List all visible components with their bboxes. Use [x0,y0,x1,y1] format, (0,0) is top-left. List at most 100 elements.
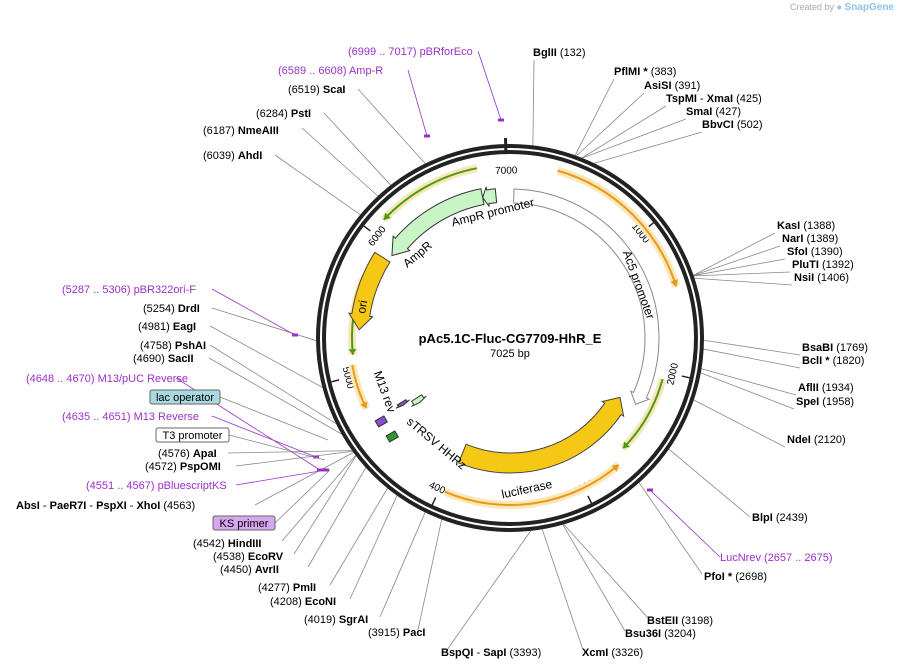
enzyme-site-nsii[interactable]: NsiI (1406) [794,272,849,284]
label-box-text: KS primer [220,518,269,530]
enzyme-site-bsteii[interactable]: BstEII (3198) [647,615,713,627]
primer-binding-mark [323,468,329,472]
enzyme-site-sgrai[interactable]: (4019) SgrAI [304,614,368,626]
boxed-feature-label[interactable]: lac operator [149,389,221,405]
enzyme-label: Bsu36I (3204) [625,628,696,640]
feature-strsv-hhrz[interactable] [410,394,427,407]
enzyme-site-absi[interactable]: AbsI - PaeR7I - PspXI - XhoI (4563) [16,500,195,512]
feature-ampr-promoter[interactable] [482,186,498,207]
enzyme-site-pfoi[interactable]: PfoI * (2698) [704,571,767,583]
leader-line [227,450,353,454]
primer-label-amp-r[interactable]: (6589 .. 6608) Amp-R [278,65,383,77]
enzyme-site-tspmi[interactable]: TspMI - XmaI (425) [666,93,762,105]
leader-line [562,524,626,632]
primer-label-m13-reverse[interactable]: (4635 .. 4651) M13 Reverse [62,411,199,423]
enzyme-label: BspQI - SapI (3393) [441,647,541,659]
enzyme-site-ahdi[interactable]: (6039) AhdI [203,150,262,162]
enzyme-label: NarI (1389) [782,233,838,245]
leader-line [576,92,645,157]
tick-mark [431,497,437,506]
boxed-feature-label[interactable]: KS primer [212,515,276,531]
enzyme-site-smai[interactable]: SmaI (427) [686,106,741,118]
leader-line [446,530,532,651]
enzyme-site-ndei[interactable]: NdeI (2120) [787,434,846,446]
enzyme-site-bsu36i[interactable]: Bsu36I (3204) [625,628,696,640]
tick-label: 2000 [665,362,681,387]
primer-leader-line [211,415,317,458]
enzyme-site-bsabi[interactable]: BsaBI (1769) [802,342,868,354]
enzyme-site-bspqi[interactable]: BspQI - SapI (3393) [441,647,541,659]
leader-line [209,325,323,388]
enzyme-site-paci[interactable]: (3915) PacI [368,627,426,639]
enzyme-label: (4538) EcoRV [213,551,284,563]
enzyme-label: SmaI (427) [686,106,741,118]
enzyme-site-hindiii[interactable]: (4542) HindIII [193,538,261,550]
primer-label-pbluescriptks[interactable]: (4551 .. 4567) pBluescriptKS [86,480,227,492]
feature-label: Ac5 promoter [620,248,658,320]
feature-m13-rev[interactable] [395,399,410,409]
plasmid-length: 7025 bp [490,348,530,360]
leader-line [254,452,354,506]
leader-line [693,271,791,277]
enzyme-label: SpeI (1958) [796,396,854,408]
primer-label-lucnrev[interactable]: LucNrev (2657 .. 2675) [720,552,833,564]
snapgene-watermark: Created by ● SnapGene [790,2,894,13]
enzyme-label: NsiI (1406) [794,272,849,284]
leader-line [703,348,801,369]
enzyme-label: PfoI * (2698) [704,571,767,583]
primer-leader-line [649,489,721,558]
boxed-feature-label[interactable]: T3 promoter [155,427,230,443]
enzyme-site-econi[interactable]: (4208) EcoNI [270,596,336,608]
feature-highlight-arrowhead [611,464,619,472]
enzyme-site-aflii[interactable]: AflII (1934) [798,382,854,394]
leader-line [329,488,388,586]
enzyme-site-xcmi[interactable]: XcmI (3326) [582,647,643,659]
enzyme-site-sfoi[interactable]: SfoI (1390) [787,246,843,258]
enzyme-label: (6039) AhdI [203,150,262,162]
enzyme-site-pflmi[interactable]: PflMI * (383) [614,66,676,78]
enzyme-label: (4690) SacII [133,353,194,365]
leader-line [700,372,795,410]
leader-line [581,105,667,159]
enzyme-site-asisi[interactable]: AsiSI (391) [644,80,700,92]
enzyme-site-blpi[interactable]: BlpI (2439) [752,512,808,524]
enzyme-site-avrii[interactable]: (4450) AvrII [220,564,279,576]
enzyme-site-pluti[interactable]: PluTI (1392) [792,259,854,271]
primer-label-pbr322ori-f[interactable]: (5287 .. 5306) pBR322ori-F [62,284,196,296]
primer-label-pbrforeco[interactable]: (6999 .. 7017) pBRforEco [348,46,473,58]
enzyme-site-pmli[interactable]: (4277) PmlI [258,582,316,594]
enzyme-site-sacii[interactable]: (4690) SacII [133,353,194,365]
leader-line [693,245,781,276]
feature-ori[interactable] [347,251,391,331]
feature-ampr[interactable] [391,188,485,257]
lac-operator-mark [374,415,389,428]
feature-ac5-promoter[interactable] [513,188,660,406]
label-box [149,389,221,405]
enzyme-site-nari[interactable]: NarI (1389) [782,233,838,245]
feature-luciferase[interactable] [457,396,625,474]
primer-label-m13-puc-reverse[interactable]: (4648 .. 4670) M13/pUC Reverse [26,373,188,385]
enzyme-site-psti[interactable]: (6284) PstI [256,108,311,120]
enzyme-label: (4981) EagI [138,321,196,333]
feature-highlight-arrowhead [623,441,630,449]
enzyme-site-bcli[interactable]: BclI * (1820) [802,355,864,367]
enzyme-site-nmeaiii[interactable]: (6187) NmeAIII [203,125,279,137]
enzyme-site-eagi[interactable]: (4981) EagI [138,321,196,333]
enzyme-site-drdi[interactable]: (5254) DrdI [143,303,200,315]
enzyme-site-bbvci[interactable]: BbvCI (502) [702,119,763,131]
enzyme-site-kasi[interactable]: KasI (1388) [777,220,835,232]
leader-line [574,78,615,156]
primer-leader-line [235,469,327,486]
feature-highlight-arrowhead [360,401,368,409]
enzyme-site-pspomi[interactable]: (4572) PspOMI [145,461,221,473]
enzyme-label: BglII (132) [533,47,586,59]
enzyme-site-scai[interactable]: (6519) ScaI [288,84,346,96]
leader-line [532,59,535,146]
enzyme-site-ecorv[interactable]: (4538) EcoRV [213,551,284,563]
enzyme-site-spei[interactable]: SpeI (1958) [796,396,854,408]
enzyme-site-apai[interactable]: (4576) ApaI [158,448,217,460]
enzyme-site-bglii[interactable]: BglII (132) [533,47,586,59]
snapgene-logo-icon: ● [836,2,843,12]
enzyme-site-pshai[interactable]: (4758) PshAI [140,340,206,352]
leader-line [379,512,426,618]
